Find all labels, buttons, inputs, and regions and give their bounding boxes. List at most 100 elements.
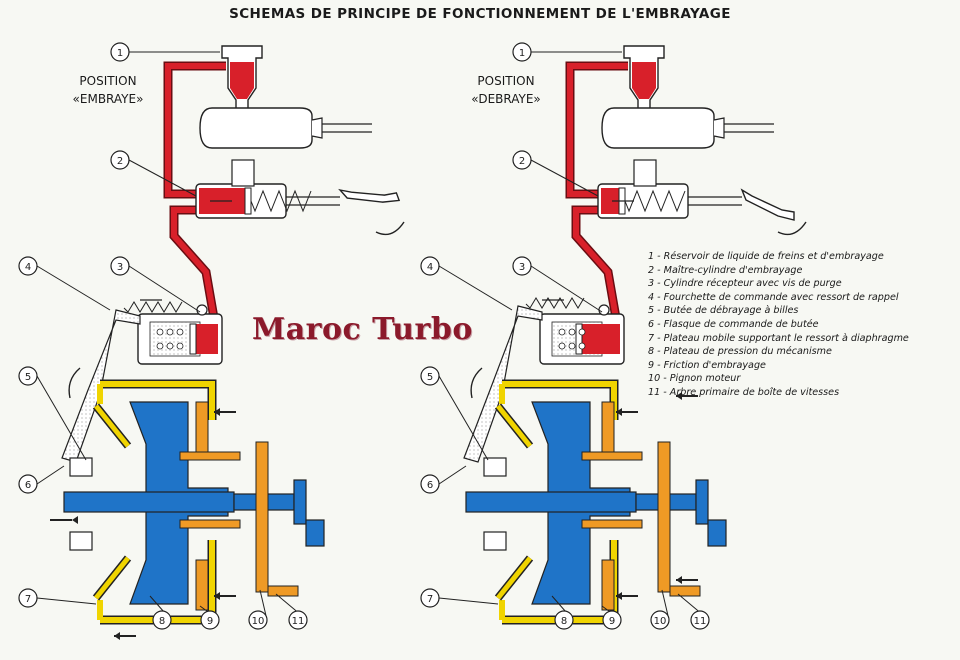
engine-body xyxy=(199,107,313,149)
legend-item-11: 11 - Arbre primaire de boîte de vitesses xyxy=(648,386,840,398)
slave-hole xyxy=(156,342,164,350)
diaphragm-bottom xyxy=(94,556,130,600)
slave-fluid xyxy=(582,324,620,354)
force-arrowhead xyxy=(114,632,120,640)
legend-item-5: 5 - Butée de débrayage à billes xyxy=(648,305,799,317)
callout-circle xyxy=(18,474,38,494)
legend-item-2: 2 - Maître-cylindre d'embrayage xyxy=(648,264,803,276)
force-arrowhead xyxy=(676,576,682,584)
legend-item-8: 8 - Plateau de pression du mécanisme xyxy=(648,346,832,358)
force-arrowhead xyxy=(616,592,622,600)
gear-arm xyxy=(669,585,701,597)
callout-number-7: 7 xyxy=(25,594,31,605)
release-bearing xyxy=(69,457,93,477)
master-inlet xyxy=(633,159,657,187)
callout-leader xyxy=(438,265,513,311)
engine-gear xyxy=(255,441,269,593)
slave-hole xyxy=(568,342,576,350)
callout-circle xyxy=(602,610,622,630)
callout-circle xyxy=(420,588,440,608)
callout-number-6: 6 xyxy=(25,480,31,491)
legend: 1 - Réservoir de liquide de freins et d'… xyxy=(648,250,909,400)
master-piston xyxy=(244,187,252,215)
friction-bottom xyxy=(195,559,209,611)
friction-top xyxy=(601,401,615,453)
pipe-fluid-2 xyxy=(573,207,619,319)
clutch-pedal xyxy=(740,188,795,221)
callout-leader xyxy=(36,375,87,461)
pedal-arm xyxy=(740,188,795,221)
master-inlet xyxy=(231,159,255,187)
callout-circle xyxy=(110,256,130,276)
callout-number-8: 8 xyxy=(561,616,567,627)
slave-hole xyxy=(176,342,184,350)
bleed-screw xyxy=(598,304,610,316)
callout-leader xyxy=(128,265,201,313)
diaphragm-top xyxy=(496,404,532,448)
slave-fluid xyxy=(196,324,218,354)
slave-hole xyxy=(166,328,174,336)
callout-leader xyxy=(36,465,65,485)
pedal-arrow xyxy=(375,221,405,236)
callout-number-1: 1 xyxy=(117,48,123,59)
callout-circle xyxy=(512,256,532,276)
callout-number-5: 5 xyxy=(427,372,433,383)
legend-item-7: 7 - Plateau mobile supportant le ressort… xyxy=(648,332,909,344)
force-arrowhead xyxy=(616,408,622,416)
callout-circle xyxy=(18,256,38,276)
body-thread xyxy=(713,117,725,139)
friction-top xyxy=(195,401,209,453)
callout-circle xyxy=(110,150,130,170)
legend-item-6: 6 - Flasque de commande de butée xyxy=(648,318,819,330)
left-position-label: POSITION «EMBRAYE» xyxy=(72,74,144,106)
master-spring xyxy=(250,189,312,213)
callout-number-4: 4 xyxy=(427,262,433,273)
force-arrowhead xyxy=(676,392,682,400)
hub-top xyxy=(581,451,643,461)
force-arrowhead xyxy=(72,516,78,524)
return-spring xyxy=(123,301,183,313)
callout-leader xyxy=(36,265,111,311)
engine-body xyxy=(601,107,715,149)
fork-arrow xyxy=(68,367,81,399)
diaphragm-top xyxy=(94,404,130,448)
slave-hole xyxy=(578,328,586,336)
callout-circle xyxy=(512,42,532,62)
force-arrowhead xyxy=(214,592,220,600)
callout-number-2: 2 xyxy=(117,156,123,167)
callout-circle xyxy=(512,150,532,170)
slave-hole xyxy=(156,328,164,336)
legend-item-4: 4 - Fourchette de commande avec ressort … xyxy=(648,291,899,303)
hub-bottom xyxy=(581,519,643,529)
shaft-flange xyxy=(695,479,709,525)
friction-bottom xyxy=(601,559,615,611)
engine-gear xyxy=(657,441,671,593)
legend-item-9: 9 - Friction d'embrayage xyxy=(648,359,766,371)
callout-leader xyxy=(530,159,599,197)
slave-hole xyxy=(176,328,184,336)
pipe-fluid xyxy=(567,63,628,197)
force-arrowhead xyxy=(214,408,220,416)
primary-shaft-left xyxy=(63,491,235,513)
pipe-fluid xyxy=(165,63,226,197)
master-spring xyxy=(624,189,686,213)
callout-leader xyxy=(530,265,603,313)
callout-circle xyxy=(420,256,440,276)
right-position-label: POSITION «DEBRAYE» xyxy=(471,74,541,106)
shaft-flange xyxy=(293,479,307,525)
master-fluid xyxy=(601,188,619,214)
callout-number-9: 9 xyxy=(609,616,615,627)
slave-hole xyxy=(558,328,566,336)
primary-shaft-left xyxy=(465,491,637,513)
pipe-outline-2 xyxy=(169,205,219,319)
legend-item-3: 3 - Cylindre récepteur avec vis de purge xyxy=(648,278,842,290)
callout-circle xyxy=(110,42,130,62)
callout-number-6: 6 xyxy=(427,480,433,491)
callout-circle xyxy=(200,610,220,630)
callout-leader xyxy=(438,465,467,485)
callout-number-3: 3 xyxy=(117,262,123,273)
callout-number-11: 11 xyxy=(694,616,707,627)
